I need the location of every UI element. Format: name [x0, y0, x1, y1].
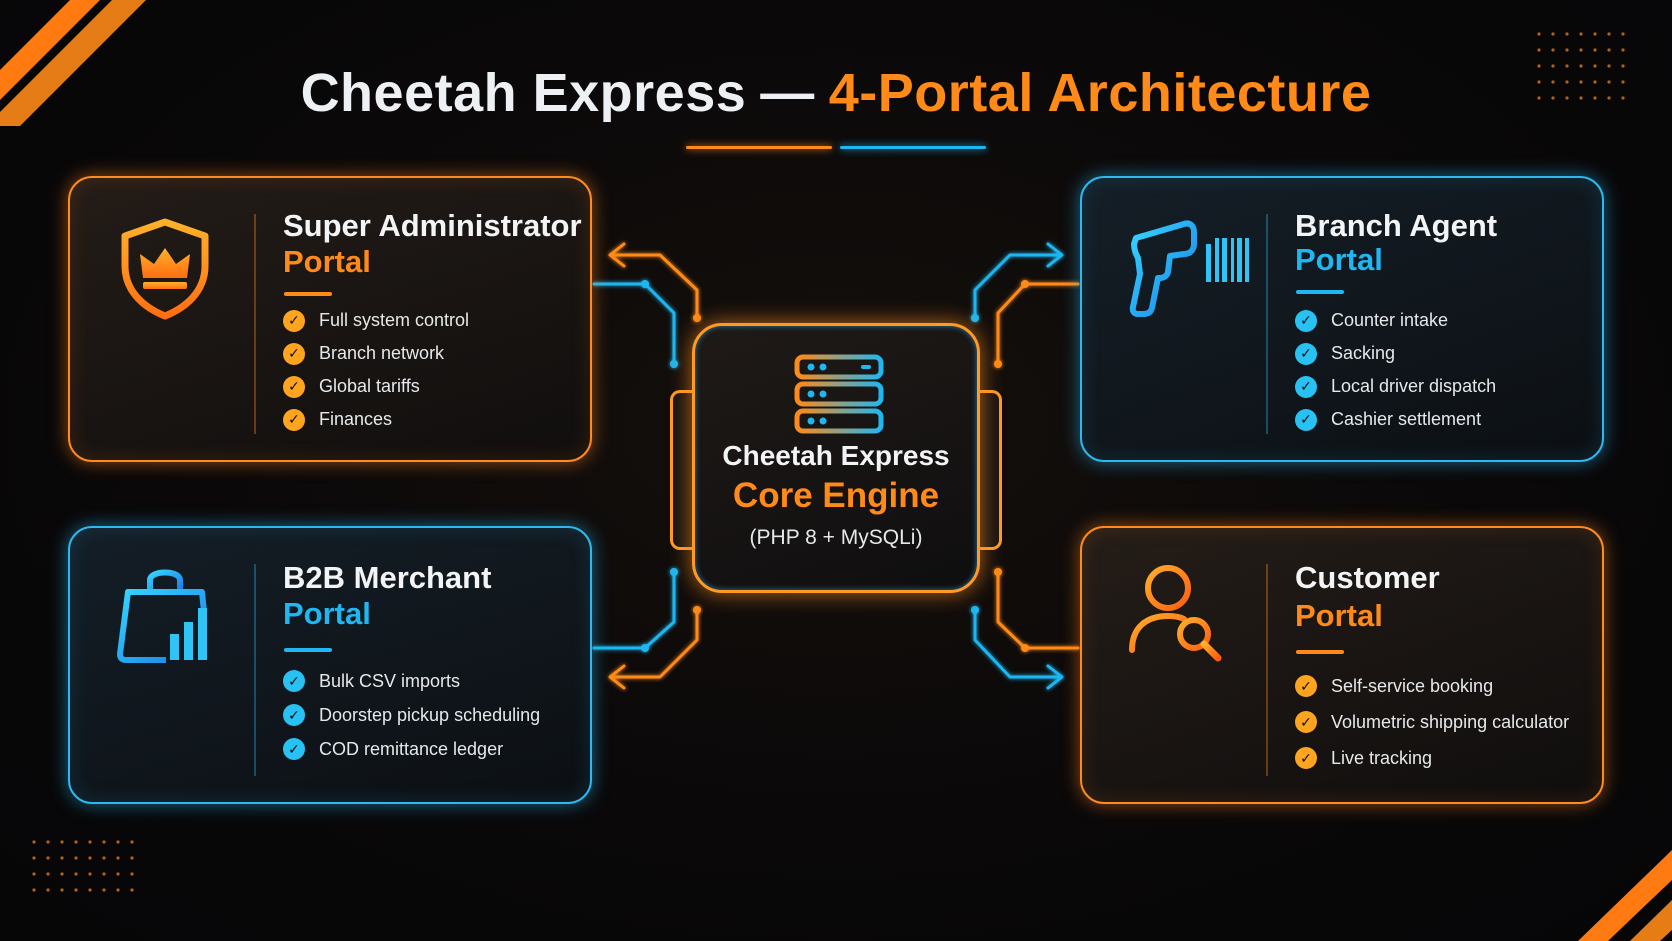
feature-item: ✓Volumetric shipping calculator	[1295, 704, 1569, 740]
check-icon: ✓	[283, 342, 305, 365]
portal-title: Branch Agent	[1295, 208, 1498, 243]
diagram-title: Cheetah Express—4-Portal Architecture	[0, 62, 1672, 124]
feature-item: ✓Counter intake	[1295, 304, 1496, 337]
portal-card-super-admin: Super Administrator Portal ✓Full system …	[68, 176, 592, 462]
portal-card-customer: Customer Portal ✓Self-service booking ✓V…	[1080, 526, 1604, 804]
title-highlight: 4-Portal Architecture	[828, 63, 1372, 123]
core-side-tab-right	[980, 390, 1002, 550]
title-dash: —	[760, 63, 815, 123]
core-tech-stack: (PHP 8 + MySQLi)	[749, 526, 923, 549]
feature-item: ✓Local driver dispatch	[1295, 370, 1496, 403]
check-icon: ✓	[1295, 342, 1317, 365]
feature-item: ✓Global tariffs	[283, 370, 469, 403]
portal-subtitle: Portal	[283, 596, 371, 631]
connector-b2b-merchant	[592, 568, 701, 690]
feature-list: ✓Counter intake ✓Sacking ✓Local driver d…	[1295, 304, 1496, 436]
card-divider	[1266, 214, 1268, 434]
portal-card-branch-agent: Branch Agent Portal ✓Counter intake ✓Sac…	[1080, 176, 1604, 462]
feature-item: ✓Branch network	[283, 337, 469, 370]
dot-grid-bottom-left	[32, 840, 134, 892]
feature-item: ✓Full system control	[283, 304, 469, 337]
card-divider	[254, 564, 256, 776]
feature-item: ✓Cashier settlement	[1295, 403, 1496, 436]
check-icon: ✓	[1295, 408, 1317, 431]
check-icon: ✓	[1295, 375, 1317, 398]
title-underline-orange	[686, 146, 832, 149]
core-title: Cheetah Express	[722, 440, 950, 471]
title-underline-blue	[840, 146, 986, 149]
check-icon: ✓	[283, 738, 305, 760]
check-icon: ✓	[283, 670, 305, 692]
feature-item: ✓COD remittance ledger	[283, 732, 540, 766]
title-accent-bar	[1296, 650, 1344, 654]
portal-subtitle: Portal	[1295, 242, 1383, 277]
portal-title: Super Administrator	[283, 208, 582, 243]
check-icon: ✓	[1295, 675, 1317, 697]
portal-title: Customer	[1295, 560, 1440, 595]
shopping-bag-chart-icon	[110, 560, 220, 670]
card-divider	[254, 214, 256, 434]
portal-title: B2B Merchant	[283, 560, 492, 595]
title-accent-bar	[284, 648, 332, 652]
card-divider	[1266, 564, 1268, 776]
server-stack-icon	[794, 354, 884, 434]
corner-stripes-bottom-right	[1578, 850, 1672, 941]
check-icon: ✓	[283, 408, 305, 431]
core-side-tab-left	[670, 390, 692, 550]
feature-list: ✓Full system control ✓Branch network ✓Gl…	[283, 304, 469, 436]
check-icon: ✓	[1295, 309, 1317, 332]
corner-stripes-top-left	[0, 0, 146, 126]
portal-card-b2b-merchant: B2B Merchant Portal ✓Bulk CSV imports ✓D…	[68, 526, 592, 804]
portal-subtitle: Portal	[283, 244, 371, 279]
user-search-icon	[1122, 558, 1232, 668]
check-icon: ✓	[283, 309, 305, 332]
feature-item: ✓Live tracking	[1295, 740, 1569, 776]
core-engine-node: Cheetah Express Core Engine (PHP 8 + MyS…	[692, 323, 980, 593]
check-icon: ✓	[1295, 747, 1317, 769]
check-icon: ✓	[1295, 711, 1317, 733]
shield-crown-icon	[110, 214, 220, 324]
feature-list: ✓Bulk CSV imports ✓Doorstep pickup sched…	[283, 664, 540, 766]
title-brand: Cheetah Express	[300, 63, 747, 123]
feature-item: ✓Self-service booking	[1295, 668, 1569, 704]
feature-item: ✓Bulk CSV imports	[283, 664, 540, 698]
check-icon: ✓	[283, 375, 305, 398]
title-accent-bar	[284, 292, 332, 296]
connector-super-admin	[592, 242, 701, 368]
feature-list: ✓Self-service booking ✓Volumetric shippi…	[1295, 668, 1569, 776]
feature-item: ✓Doorstep pickup scheduling	[283, 698, 540, 732]
check-icon: ✓	[283, 704, 305, 726]
feature-item: ✓Finances	[283, 403, 469, 436]
dot-grid-top-right	[1537, 32, 1625, 100]
feature-item: ✓Sacking	[1295, 337, 1496, 370]
portal-subtitle: Portal	[1295, 598, 1383, 633]
title-accent-bar	[1296, 290, 1344, 294]
connector-branch-agent	[971, 242, 1080, 368]
barcode-scanner-icon	[1122, 214, 1252, 324]
core-subtitle: Core Engine	[732, 476, 940, 515]
connector-customer	[971, 568, 1080, 690]
